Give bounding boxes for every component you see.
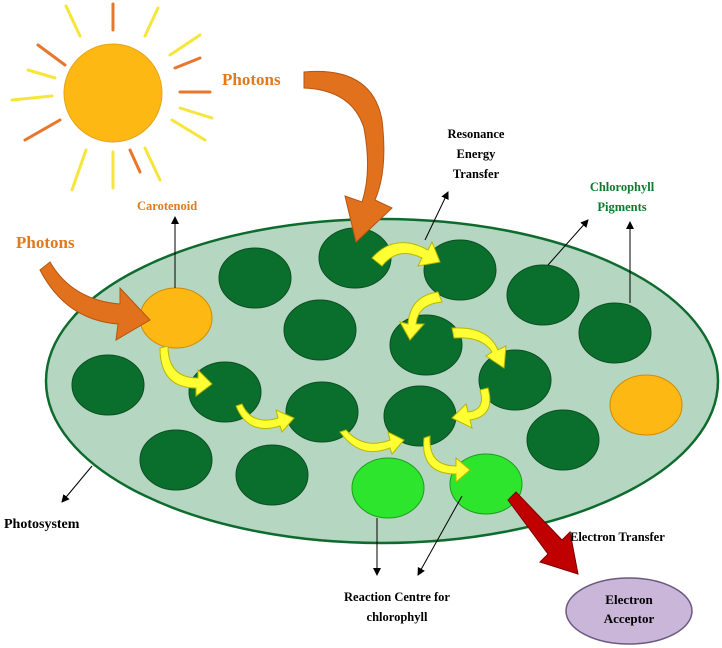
acceptor-label-line2: Acceptor	[604, 611, 655, 626]
chlorophyll-label-line1: Chlorophyll	[590, 180, 655, 194]
resonance-pointer	[424, 191, 449, 241]
label-pointers	[61, 191, 634, 576]
acceptor-label-line1: Electron	[605, 592, 653, 607]
chlorophyll-pigment	[578, 302, 652, 364]
photosystem-label: Photosystem	[4, 517, 80, 532]
chlorophyll-pigment	[71, 354, 145, 416]
reaction-centre-pointer-2	[417, 495, 463, 576]
photons-left-label: Photons	[16, 233, 75, 252]
chlorophyll-pigment	[526, 409, 600, 471]
carotenoid-label: Carotenoid	[137, 199, 197, 213]
sun-disc	[63, 43, 163, 143]
carotenoid-pigment	[139, 287, 213, 349]
chlorophyll-pigment	[423, 239, 497, 301]
resonance-label-line2: Energy	[457, 147, 497, 161]
sun-rays	[10, 2, 214, 192]
chlorophyll-pointer-1	[547, 219, 589, 266]
chlorophyll-pigment	[139, 429, 213, 491]
chlorophyll-pigment	[478, 349, 552, 411]
transfer-arrow	[423, 435, 471, 484]
electron-transfer-label: Electron Transfer	[570, 530, 665, 544]
transfer-arrow	[399, 291, 443, 341]
photons-top-label: Photons	[222, 70, 281, 89]
transfer-arrow	[451, 327, 507, 369]
sun-icon	[10, 2, 214, 192]
electron-transfer-arrow	[507, 491, 579, 575]
chlorophyll-pigments	[71, 227, 652, 506]
resonance-label-line1: Resonance	[448, 127, 505, 141]
photosystem-pointer	[61, 465, 93, 503]
chlorophyll-pigment	[235, 444, 309, 506]
chlorophyll-pigment	[283, 299, 357, 361]
chlorophyll-label-line2: Pigments	[597, 200, 646, 214]
transfer-arrow	[339, 429, 405, 455]
reaction-centre-label-line1: Reaction Centre for	[344, 590, 450, 604]
transfer-arrow	[371, 240, 441, 267]
transfer-arrow	[235, 403, 295, 433]
electron-acceptor	[565, 577, 693, 645]
chlorophyll-pigment	[285, 381, 359, 443]
transfer-arrow	[159, 345, 213, 397]
transfer-arrow	[451, 387, 491, 429]
photon-arrow-top	[303, 70, 393, 243]
chlorophyll-pigment	[218, 247, 292, 309]
resonance-label-line3: Transfer	[453, 167, 500, 181]
reaction-centre-label-line2: chlorophyll	[367, 610, 428, 624]
chlorophyll-pigment	[506, 264, 580, 326]
carotenoid-pigment	[609, 374, 683, 436]
energy-transfer-arrows	[159, 240, 507, 484]
reaction-centre	[351, 457, 425, 519]
photon-arrow-left	[39, 261, 151, 341]
carotenoid-pigments	[139, 287, 683, 436]
